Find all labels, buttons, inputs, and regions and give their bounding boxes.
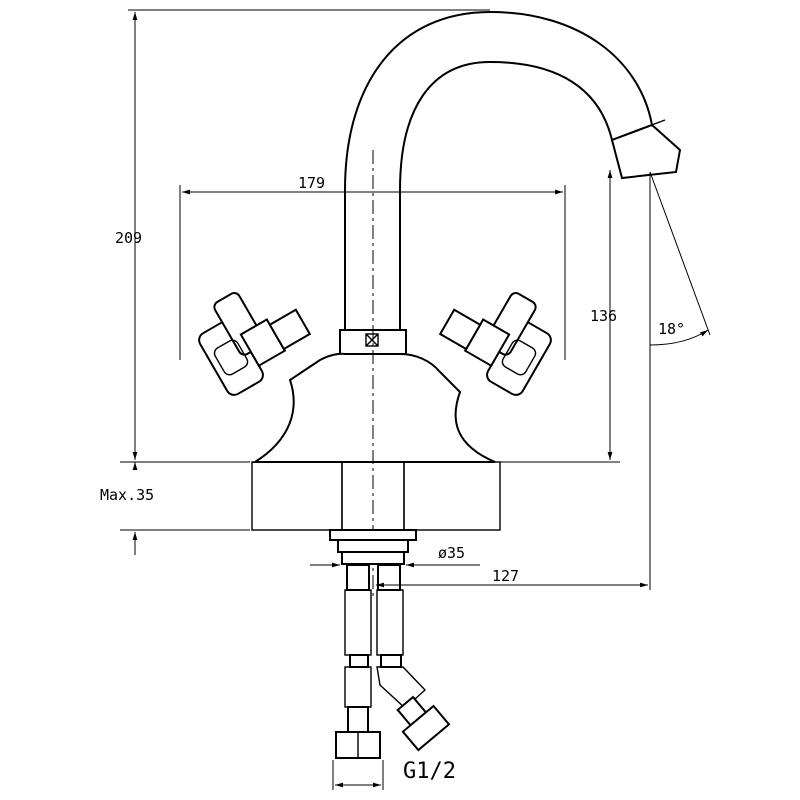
supply-hose-right — [376, 564, 451, 752]
dim-connection-thread: G1/2 — [403, 759, 456, 784]
dim-spout-height: 136 — [590, 307, 617, 325]
faucet-body — [251, 352, 496, 463]
dim-hole-diameter: ø35 — [438, 544, 465, 562]
dim-handle-span: 179 — [298, 174, 325, 192]
dimension-lines — [120, 9, 711, 790]
counter-top-section — [251, 461, 501, 531]
right-handle — [438, 292, 552, 396]
dim-max-counter-thickness: Max.35 — [100, 486, 154, 504]
left-handle — [198, 292, 312, 396]
dim-spout-angle: 18° — [658, 320, 685, 338]
dim-total-height: 209 — [115, 229, 142, 247]
mounting-nut — [329, 529, 417, 565]
dim-spout-reach: 127 — [492, 567, 519, 585]
supply-hose-left — [335, 564, 381, 759]
